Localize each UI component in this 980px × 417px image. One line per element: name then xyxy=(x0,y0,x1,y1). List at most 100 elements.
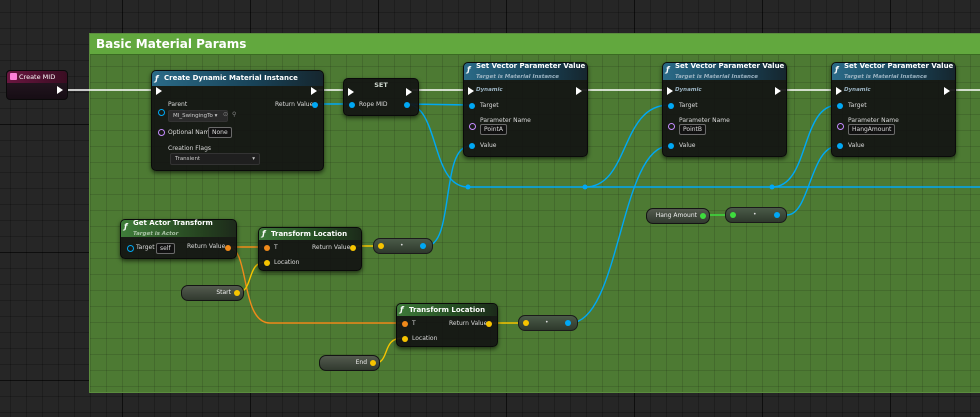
event-title: Create MID xyxy=(19,73,56,81)
creation-flags-value: Transient xyxy=(175,156,201,162)
exec-out-pin[interactable] xyxy=(576,87,582,95)
start-output-pin[interactable] xyxy=(234,290,240,296)
optional-name-label: Optional Name xyxy=(168,129,213,136)
target-pin[interactable] xyxy=(469,103,475,109)
exec-out-pin[interactable] xyxy=(944,87,950,95)
parameter-name-input[interactable]: PointB xyxy=(679,124,707,135)
function-icon: ƒ xyxy=(124,222,128,231)
exec-in-pin[interactable] xyxy=(348,88,354,96)
node-title: Transform Location xyxy=(271,230,348,238)
location-pin[interactable] xyxy=(402,336,408,342)
target-pin[interactable] xyxy=(668,103,674,109)
browse-icon[interactable]: ⊙ xyxy=(223,111,229,118)
set-title: SET xyxy=(374,81,388,89)
parameter-name-pin[interactable] xyxy=(837,123,844,130)
target-pin[interactable] xyxy=(127,245,134,252)
output-pin[interactable] xyxy=(420,243,426,249)
t-label: T xyxy=(274,244,278,251)
parameter-name-label: Parameter Name xyxy=(679,117,730,124)
set-vector-parameter-value-node-3[interactable]: ƒ Set Vector Parameter Value Target is M… xyxy=(831,62,956,157)
output-pin[interactable] xyxy=(565,320,571,326)
parameter-name-input[interactable]: HangAmount xyxy=(848,124,896,135)
exec-out-pin[interactable] xyxy=(406,88,412,96)
exec-in-pin[interactable] xyxy=(468,87,474,95)
exec-in-pin[interactable] xyxy=(156,87,162,95)
node-title: Transform Location xyxy=(409,306,486,314)
creation-flags-select[interactable]: Transient ▾ xyxy=(170,153,260,165)
rope-mid-out-pin[interactable] xyxy=(404,102,410,108)
vector-conversion-node-1[interactable]: • xyxy=(373,238,433,254)
start-variable-label: Start xyxy=(216,289,231,296)
exec-out-pin[interactable] xyxy=(775,87,781,95)
function-icon: ƒ xyxy=(467,65,471,74)
node-title: Set Vector Parameter Value xyxy=(476,62,586,70)
dropdown-icon: ▾ xyxy=(214,113,218,119)
vector-wire xyxy=(786,145,839,216)
parent-asset-value: MI_SwingingTo xyxy=(173,113,213,119)
value-pin[interactable] xyxy=(837,143,843,149)
parent-pin[interactable] xyxy=(158,109,165,116)
parameter-name-pin[interactable] xyxy=(469,123,476,130)
rope-mid-label: Rope MID xyxy=(359,101,388,108)
target-self-input[interactable]: self xyxy=(156,243,175,254)
input-pin[interactable] xyxy=(523,320,529,326)
output-pin[interactable] xyxy=(774,212,780,218)
search-icon[interactable]: ⚲ xyxy=(232,111,237,118)
parameter-name-pin[interactable] xyxy=(668,123,675,130)
parameter-name-label: Parameter Name xyxy=(480,117,531,124)
t-pin[interactable] xyxy=(402,321,408,327)
comment-title[interactable]: Basic Material Params xyxy=(90,34,980,55)
t-pin[interactable] xyxy=(264,245,270,251)
return-value-pin[interactable] xyxy=(225,245,231,251)
end-output-pin[interactable] xyxy=(370,360,376,366)
exec-out-pin[interactable] xyxy=(311,87,317,95)
float-to-vector-conversion-node[interactable]: • xyxy=(725,207,787,223)
exec-out-pin[interactable] xyxy=(57,86,63,94)
node-subtitle: Target is Actor xyxy=(133,231,179,237)
event-icon xyxy=(10,73,17,80)
target-pin[interactable] xyxy=(837,103,843,109)
t-label: T xyxy=(412,320,416,327)
creation-flags-label: Creation Flags xyxy=(168,145,212,152)
transform-location-node-1[interactable]: ƒ Transform Location T Return Value Loca… xyxy=(258,227,362,271)
optional-name-pin[interactable] xyxy=(158,129,165,136)
function-icon: ƒ xyxy=(262,229,266,238)
optional-name-input[interactable]: None xyxy=(208,127,232,138)
parameter-name-input[interactable]: PointA xyxy=(480,124,508,135)
return-value-pin[interactable] xyxy=(486,321,492,327)
hang-amount-variable-label: Hang Amount xyxy=(655,212,697,219)
start-variable-node[interactable]: Start xyxy=(181,285,244,301)
return-value-label: Return Value xyxy=(449,320,488,327)
value-label: Value xyxy=(679,142,696,149)
target-label: Target xyxy=(848,102,867,109)
vector-wire xyxy=(425,145,471,247)
exec-in-pin[interactable] xyxy=(836,87,842,95)
return-value-label: Return Value xyxy=(275,101,314,108)
set-vector-parameter-value-node-1[interactable]: ƒ Set Vector Parameter Value Target is M… xyxy=(463,62,588,157)
target-label: Target xyxy=(480,102,499,109)
return-value-pin[interactable] xyxy=(312,102,318,108)
create-dynamic-material-instance-node[interactable]: ƒ Create Dynamic Material Instance Paren… xyxy=(151,70,324,171)
custom-event-node[interactable]: Create MID xyxy=(6,70,68,100)
exec-in-pin[interactable] xyxy=(667,87,673,95)
end-variable-node[interactable]: End xyxy=(319,355,380,371)
rope-mid-in-pin[interactable] xyxy=(349,102,355,108)
get-actor-transform-node[interactable]: ƒ Get Actor Transform Target is Actor Ta… xyxy=(120,219,237,259)
transform-location-node-2[interactable]: ƒ Transform Location T Return Value Loca… xyxy=(396,303,498,347)
value-pin[interactable] xyxy=(668,143,674,149)
hang-amount-output-pin[interactable] xyxy=(700,213,706,219)
function-icon: ƒ xyxy=(155,74,159,83)
set-variable-node[interactable]: SET Rope MID xyxy=(343,78,419,116)
hang-amount-variable-node[interactable]: Hang Amount xyxy=(646,208,710,224)
set-vector-parameter-value-node-2[interactable]: ƒ Set Vector Parameter Value Target is M… xyxy=(662,62,787,157)
value-pin[interactable] xyxy=(469,143,475,149)
input-pin[interactable] xyxy=(378,243,384,249)
input-pin[interactable] xyxy=(730,212,736,218)
vector-conversion-node-2[interactable]: • xyxy=(518,315,578,331)
function-icon: ƒ xyxy=(666,65,670,74)
location-pin[interactable] xyxy=(264,260,270,266)
parent-asset-select[interactable]: MI_SwingingTo ▾ xyxy=(168,110,229,122)
return-value-pin[interactable] xyxy=(350,245,356,251)
return-value-label: Return Value xyxy=(312,244,351,251)
conversion-dot: • xyxy=(753,211,757,218)
